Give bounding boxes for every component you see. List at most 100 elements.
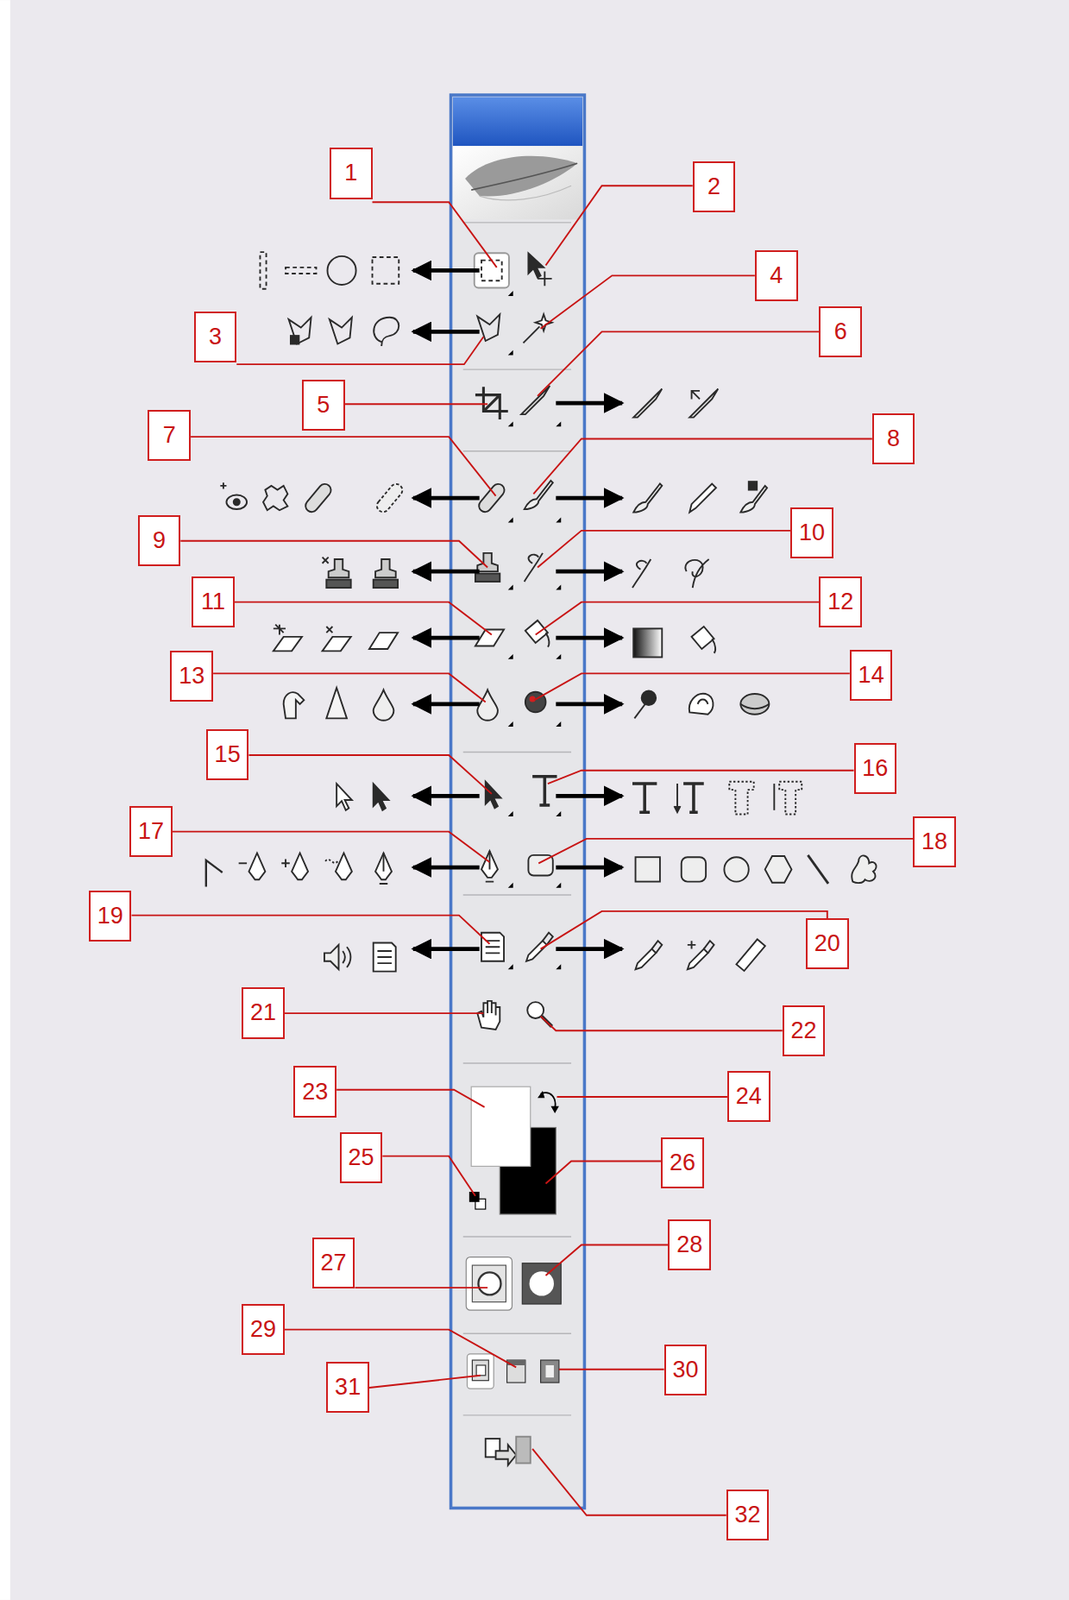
callout-number-text: 19: [97, 904, 124, 928]
flyout-arrow: [555, 702, 623, 707]
callout-number: 18: [912, 816, 956, 868]
plasso-icon: [477, 314, 500, 341]
callout-number-text: 6: [834, 320, 848, 344]
leader-line: [284, 1012, 485, 1014]
leader-line: [248, 754, 491, 794]
flyout-indicator: [555, 882, 561, 888]
flyout-indicator: [508, 350, 514, 356]
callout-number-text: 7: [163, 423, 177, 447]
flyout-indicator: [555, 963, 561, 969]
callout-number: 19: [88, 890, 133, 942]
quick-mask-buttons: [465, 1257, 561, 1310]
leader-line: [382, 1156, 476, 1196]
flyout-arrow: [413, 496, 480, 501]
callout-number: 28: [667, 1219, 711, 1271]
flyout-arrow: [555, 496, 623, 501]
mrect-icon: [372, 257, 400, 284]
flyout-arrow: [413, 635, 480, 641]
apen-icon: [281, 852, 309, 880]
band-icon: [302, 481, 334, 515]
eraser-icon: [475, 629, 504, 647]
callout-number-text: 18: [921, 830, 948, 854]
callout-number: 10: [790, 507, 834, 559]
ahist-icon: [685, 559, 709, 588]
callout-number: 9: [138, 515, 182, 566]
callout-number: 32: [726, 1489, 770, 1541]
flyout-indicator: [508, 653, 514, 660]
pstamp-icon: [322, 557, 352, 588]
line-icon: [807, 855, 829, 884]
callout-number-text: 24: [735, 1084, 762, 1108]
callout-number-text: 20: [814, 931, 841, 956]
flyout-arrow: [555, 865, 623, 870]
flyout-arrow: [413, 702, 480, 707]
leader-line: [354, 1286, 488, 1289]
meraser-icon: [273, 624, 302, 652]
move-icon: [528, 252, 552, 286]
leader-line: [532, 1448, 727, 1516]
flyout-arrow: [413, 268, 480, 273]
slice-icon: [521, 385, 550, 415]
callout-number: 20: [805, 918, 849, 969]
flyout-indicator: [555, 421, 561, 427]
flyout-indicator: [508, 721, 514, 727]
callout-number: 23: [293, 1065, 337, 1117]
eyedrop-icon: [635, 940, 663, 969]
custom-icon: [851, 855, 876, 883]
gradient-icon: [633, 628, 662, 657]
callout-number-text: 28: [676, 1232, 703, 1257]
leader-line: [557, 1095, 728, 1098]
flyout-arrow: [413, 793, 480, 799]
hist-icon: [524, 553, 543, 582]
brush-icon: [524, 480, 554, 510]
pen-icon: [481, 850, 498, 881]
flyout-arrow: [555, 569, 623, 574]
sponge-icon: [740, 693, 769, 715]
flyout-indicator: [508, 882, 514, 888]
ell-icon: [723, 856, 749, 881]
callout-number-text: 30: [672, 1358, 698, 1382]
callout-number: 13: [169, 650, 214, 702]
flyout-arrow: [413, 569, 480, 574]
leader-line: [336, 1089, 485, 1107]
leader-line: [537, 331, 819, 396]
leader-line: [535, 602, 820, 636]
callout-number-text: 5: [316, 393, 330, 417]
callout-number-text: 31: [334, 1375, 361, 1399]
eyedrop-icon: [526, 932, 554, 962]
leader-line: [132, 915, 491, 944]
barrow-icon: [373, 783, 390, 811]
sound-icon: [324, 944, 351, 969]
callout-number-text: 4: [769, 264, 783, 288]
leader-line: [236, 336, 484, 365]
callout-number-text: 23: [301, 1080, 328, 1104]
flyout-indicator: [508, 517, 514, 523]
screen-mode-buttons: [466, 1353, 559, 1389]
finger-icon: [283, 691, 305, 718]
flyout-arrow: [555, 635, 623, 641]
callout-number-text: 10: [798, 521, 825, 545]
drop-icon: [477, 689, 498, 720]
hand-icon: [477, 1000, 500, 1030]
dodge-icon: [634, 690, 656, 718]
callout-number-text: 26: [669, 1150, 696, 1175]
leader-line: [234, 602, 492, 636]
callout-number: 29: [241, 1303, 285, 1355]
warrow-icon: [336, 783, 353, 811]
note-icon: [481, 932, 504, 962]
callout-number: 24: [727, 1070, 771, 1122]
vtmask-icon: [773, 781, 802, 815]
sampler-icon: [687, 940, 715, 969]
hex-icon: [765, 855, 793, 883]
ruler-icon: [735, 938, 765, 971]
leader-line: [546, 1244, 669, 1275]
callout-number: 11: [191, 576, 235, 628]
flyout-indicator: [508, 963, 514, 969]
hist-icon: [632, 559, 651, 588]
colrep-icon: [740, 481, 768, 512]
slice-icon: [633, 389, 662, 418]
mell-icon: [327, 256, 357, 285]
toolbox-panel: [451, 94, 585, 1508]
sband-icon: [374, 481, 405, 515]
